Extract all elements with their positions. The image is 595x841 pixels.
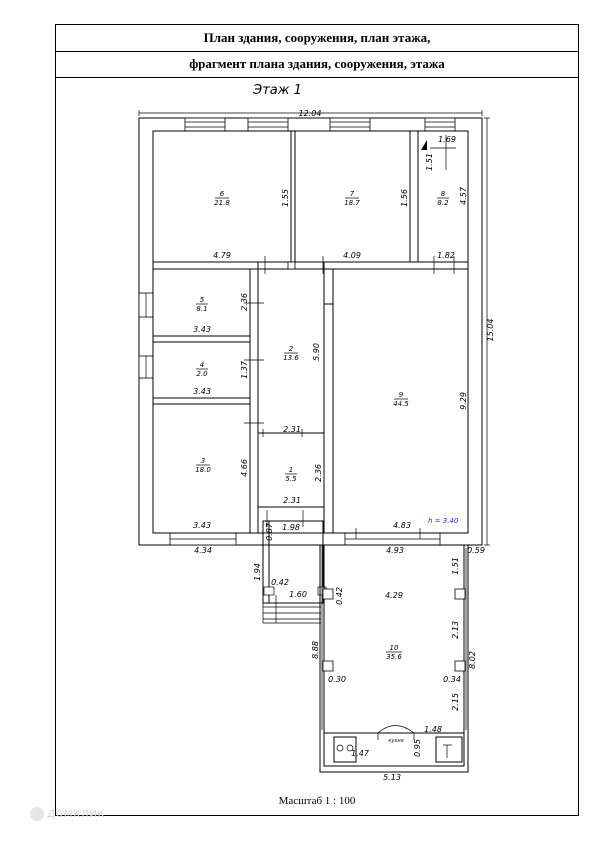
room-7-number: 7 xyxy=(350,190,355,198)
dim-r7-width: 4.09 xyxy=(343,251,361,260)
dim-porch-side: 0.87 xyxy=(265,522,274,541)
room-8-number: 8 xyxy=(441,190,446,198)
dim-r10-right-top: 1.51 xyxy=(451,557,460,575)
room-1-number: 1 xyxy=(289,466,293,474)
kitchen-label: кухня xyxy=(388,738,403,744)
dim-r10-left-height: 8.88 xyxy=(311,641,320,659)
main-outer-wall xyxy=(138,117,483,546)
header-line-2: фрагмент плана здания, сооружения, этажа xyxy=(56,51,578,78)
room-10-area: 35.6 xyxy=(386,653,402,661)
watermark: домклик xyxy=(30,806,105,821)
dim-r10-top: 4.29 xyxy=(385,591,403,600)
dim-porch-left: 0.42 xyxy=(271,578,289,587)
room-2-area: 13.6 xyxy=(283,354,299,362)
room-9-area: 44.5 xyxy=(393,400,409,408)
dim-bottom-r10: 5.13 xyxy=(383,773,401,782)
dim-r7-height: 1.56 xyxy=(400,189,409,207)
dim-offset-right: 0.59 xyxy=(467,546,485,555)
floor-title: Этаж 1 xyxy=(253,83,302,98)
room-7-area: 18.7 xyxy=(344,199,360,207)
dim-top-width: 12.04 xyxy=(299,109,322,118)
dimension-texts: 12.04 1.55 4.79 1.56 4.09 1.69 1.51 4.57… xyxy=(193,109,495,782)
door-marks xyxy=(244,256,455,539)
room-4-area: 2.0 xyxy=(196,370,208,378)
dim-r1-top: 2.31 xyxy=(283,425,301,434)
dim-r5-width: 3.43 xyxy=(193,325,211,334)
room-10-number: 10 xyxy=(390,644,399,652)
dim-r8-left: 1.51 xyxy=(425,153,434,171)
dim-bottom-left: 4.34 xyxy=(194,546,212,555)
watermark-logo-icon xyxy=(30,806,44,821)
room-5-area: 8.1 xyxy=(196,305,207,313)
room-1-area: 5.5 xyxy=(285,475,297,483)
scale-label: Масштаб 1 : 100 xyxy=(278,795,356,807)
ceiling-height: h = 3.40 xyxy=(428,517,459,525)
room-4-number: 4 xyxy=(200,361,204,369)
dim-r4-width: 3.43 xyxy=(193,387,211,396)
dim-r8-top: 1.69 xyxy=(438,135,456,144)
dim-r1-bottom: 2.31 xyxy=(283,496,301,505)
dim-r6-width: 4.79 xyxy=(213,251,231,260)
dim-r3-width: 3.43 xyxy=(193,521,211,530)
left-windows xyxy=(138,292,154,379)
dim-r9-height: 9.29 xyxy=(459,392,468,410)
dim-r10-left-a: 0.42 xyxy=(335,587,344,605)
dim-r10-right-b: 0.34 xyxy=(443,675,461,684)
dim-r10-right-height: 8.02 xyxy=(468,651,477,669)
bottom-windows xyxy=(169,532,441,546)
dim-porch-height: 1.94 xyxy=(253,563,262,581)
stair-marker-icon xyxy=(421,140,427,150)
top-windows xyxy=(184,117,456,132)
dim-r3-height: 4.66 xyxy=(240,459,249,477)
dim-r8-height: 4.57 xyxy=(459,186,468,205)
dim-r10-wc-b: 0.95 xyxy=(413,739,422,757)
dim-total-height: 15.04 xyxy=(486,319,495,342)
dim-stair-width: 1.60 xyxy=(289,590,307,599)
dim-porch-top: 1.98 xyxy=(282,523,300,532)
dim-r6-height: 1.55 xyxy=(281,189,290,207)
dim-bottom-mid: 4.93 xyxy=(386,546,404,555)
room-6-area: 21.8 xyxy=(214,199,230,207)
dim-r10-right-c: 2.15 xyxy=(451,693,460,711)
dim-r10-wc-width: 1.48 xyxy=(424,725,442,734)
watermark-text: домклик xyxy=(47,806,106,820)
room-2-number: 2 xyxy=(289,345,294,353)
room-3-number: 3 xyxy=(201,457,205,465)
room-3-area: 18.0 xyxy=(195,466,211,474)
dim-r5-height: 2.36 xyxy=(240,293,249,311)
room-8-area: 8.2 xyxy=(437,199,449,207)
header-line-1: План здания, сооружения, план этажа, xyxy=(56,25,578,52)
interior-walls xyxy=(152,130,469,534)
dim-r10-left-b: 0.30 xyxy=(328,675,346,684)
dim-r10-wc-a: 1.47 xyxy=(351,749,370,758)
dim-r1-height: 2.36 xyxy=(314,464,323,482)
room-labels: 6 21.8 7 18.7 8 8.2 5 8.1 4 2.0 2 13.6 9… xyxy=(195,190,449,661)
room-9-number: 9 xyxy=(399,391,404,399)
room-6-number: 6 xyxy=(220,190,225,198)
dim-r4-height: 1.37 xyxy=(240,360,249,379)
dim-r2-height: 5.90 xyxy=(312,343,321,361)
dimension-lines xyxy=(138,110,490,546)
dim-r8-width: 1.82 xyxy=(437,251,455,260)
dim-r9-width: 4.83 xyxy=(393,521,411,530)
dim-r10-right-a: 2.13 xyxy=(451,621,460,639)
document-frame: План здания, сооружения, план этажа, фра… xyxy=(55,24,579,816)
room-5-number: 5 xyxy=(200,296,205,304)
annex-room-10 xyxy=(319,544,469,773)
